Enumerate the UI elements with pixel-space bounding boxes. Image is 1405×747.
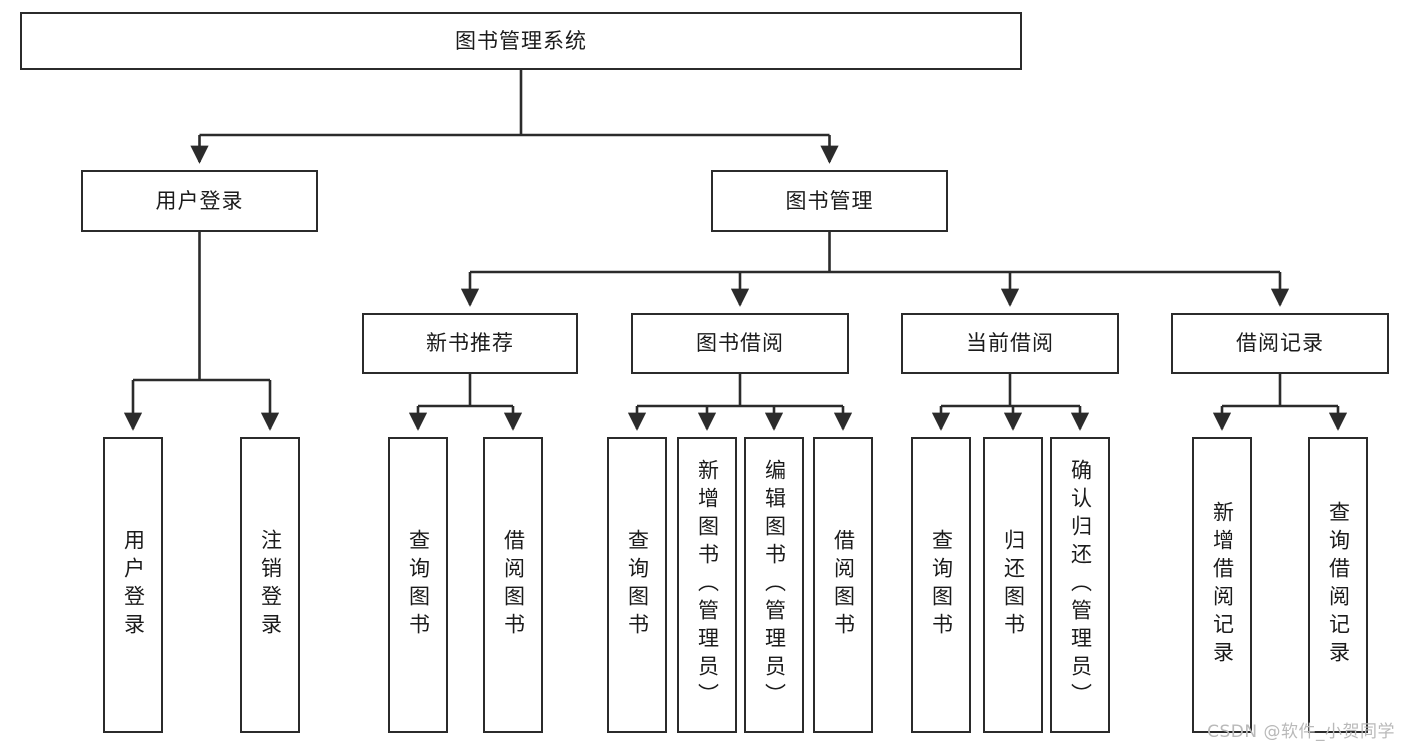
node-current-borrow[interactable]: 当前借阅 [901, 313, 1119, 374]
node-leaf-return-book[interactable]: 归还图书 [983, 437, 1043, 733]
node-leaf-borrow-book-2[interactable]: 借阅图书 [813, 437, 873, 733]
node-leaf-user-login[interactable]: 用户登录 [103, 437, 163, 733]
node-leaf-query-book-2[interactable]: 查询图书 [607, 437, 667, 733]
node-leaf-query-book-3[interactable]: 查询图书 [911, 437, 971, 733]
node-borrow-record[interactable]: 借阅记录 [1171, 313, 1389, 374]
node-root[interactable]: 图书管理系统 [20, 12, 1022, 70]
node-leaf-edit-book[interactable]: 编辑图书（管理员） [744, 437, 804, 733]
node-leaf-query-record[interactable]: 查询借阅记录 [1308, 437, 1368, 733]
node-leaf-query-book-1[interactable]: 查询图书 [388, 437, 448, 733]
node-leaf-add-book[interactable]: 新增图书（管理员） [677, 437, 737, 733]
node-leaf-borrow-book-1[interactable]: 借阅图书 [483, 437, 543, 733]
node-book-borrow[interactable]: 图书借阅 [631, 313, 849, 374]
node-leaf-confirm-return[interactable]: 确认归还（管理员） [1050, 437, 1110, 733]
node-user-login[interactable]: 用户登录 [81, 170, 318, 232]
csdn-watermark: CSDN @软件_小贺同学 [1207, 722, 1395, 742]
node-book-manage[interactable]: 图书管理 [711, 170, 948, 232]
node-new-book-recommend[interactable]: 新书推荐 [362, 313, 578, 374]
node-leaf-logout-login[interactable]: 注销登录 [240, 437, 300, 733]
node-leaf-add-record[interactable]: 新增借阅记录 [1192, 437, 1252, 733]
